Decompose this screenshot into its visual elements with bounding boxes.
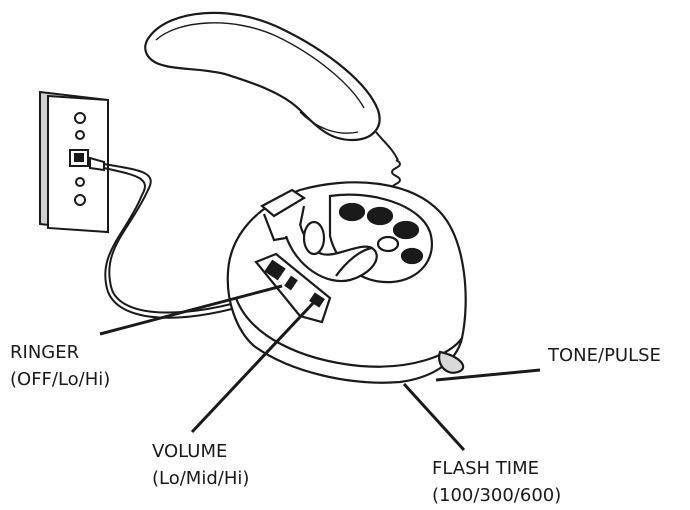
flash-time-leader <box>402 382 466 452</box>
flash-time-options: (100/300/600) <box>432 485 562 506</box>
flash-time-name: FLASH TIME <box>432 458 539 479</box>
ringer-leader <box>99 284 283 336</box>
wall-jack <box>39 90 109 234</box>
tone-pulse-label: TONE/PULSE <box>548 342 661 369</box>
leader-lines <box>99 284 541 452</box>
flash-time-label: FLASH TIME (100/300/600) <box>432 455 561 509</box>
ringer-label: RINGER (OFF/Lo/Hi) <box>10 339 110 393</box>
handset <box>144 11 381 142</box>
tone-pulse-leader <box>435 368 541 382</box>
volume-name: VOLUME <box>152 441 228 462</box>
volume-leader <box>190 298 318 434</box>
phone-base <box>226 181 467 384</box>
ringer-options: (OFF/Lo/Hi) <box>10 369 111 390</box>
volume-options: (Lo/Mid/Hi) <box>152 468 250 489</box>
volume-label: VOLUME (Lo/Mid/Hi) <box>152 438 249 492</box>
ringer-name: RINGER <box>10 342 80 363</box>
tone-pulse-name: TONE/PULSE <box>548 345 661 366</box>
